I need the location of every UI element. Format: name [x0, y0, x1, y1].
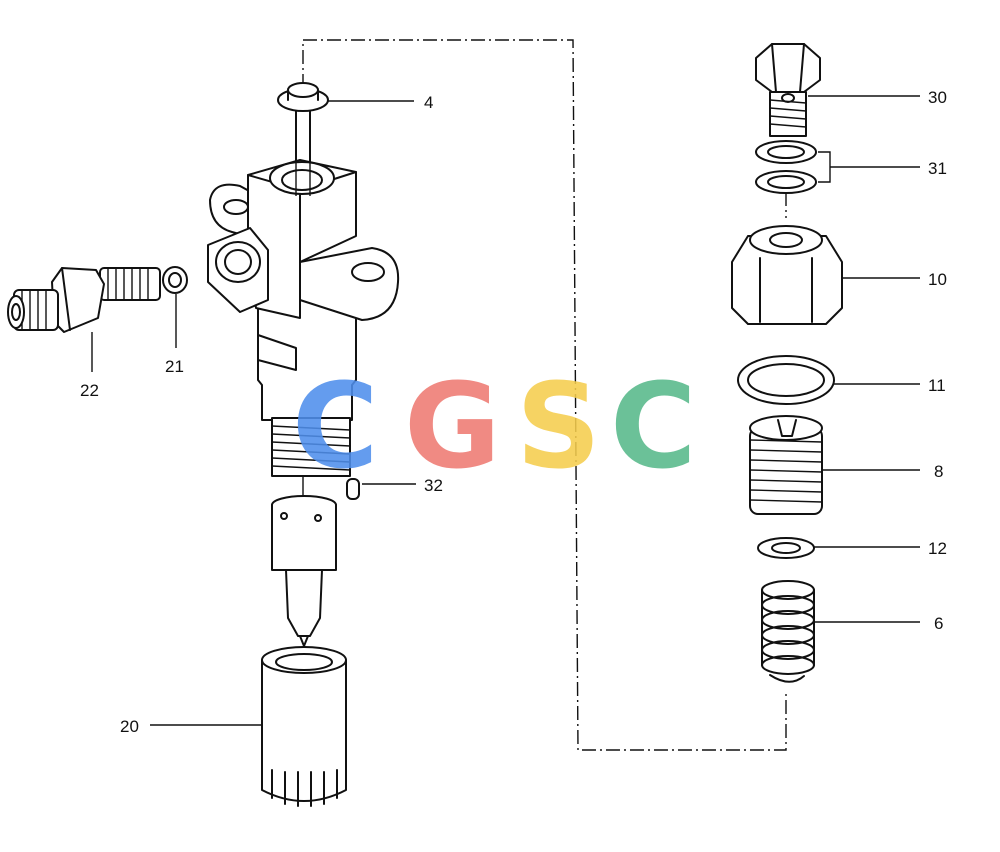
- callout-30: 30: [928, 88, 947, 107]
- callout-6: 6: [934, 614, 943, 633]
- part-30-bolt: [755, 43, 821, 137]
- callout-8: 8: [934, 462, 943, 481]
- watermark-letter-4: C: [610, 357, 697, 495]
- part-8-adjusting-screw: [749, 415, 823, 515]
- callout-4: 4: [424, 93, 433, 112]
- part-22-inlet-connector: [7, 267, 161, 333]
- part-20-retaining-nut: [261, 646, 347, 807]
- nozzle-holder-body: [207, 159, 400, 477]
- part-31-washers: [755, 140, 817, 194]
- part-12-shim: [757, 537, 815, 559]
- callout-32: 32: [424, 476, 443, 495]
- watermark-letter-2: G: [404, 357, 501, 495]
- part-6-spring: [761, 580, 815, 683]
- callout-11: 11: [928, 376, 946, 395]
- watermark-letter-1: C: [292, 357, 379, 495]
- part-32-dowel-pin: [346, 478, 360, 500]
- part-11-o-ring: [737, 355, 835, 405]
- callout-21: 21: [165, 357, 184, 376]
- callout-31: 31: [928, 159, 947, 178]
- leader-lines: [91, 95, 920, 726]
- part-10-cap-nut: [731, 225, 843, 325]
- watermark-logo: C G S C: [292, 357, 697, 495]
- callout-20: 20: [120, 717, 139, 736]
- callout-12: 12: [928, 539, 947, 558]
- callout-22: 22: [80, 381, 99, 400]
- nozzle: [271, 476, 337, 660]
- callout-10: 10: [928, 270, 947, 289]
- watermark-letter-3: S: [516, 357, 601, 495]
- part-21-washer: [162, 266, 188, 294]
- assembly-path-line: [302, 39, 787, 751]
